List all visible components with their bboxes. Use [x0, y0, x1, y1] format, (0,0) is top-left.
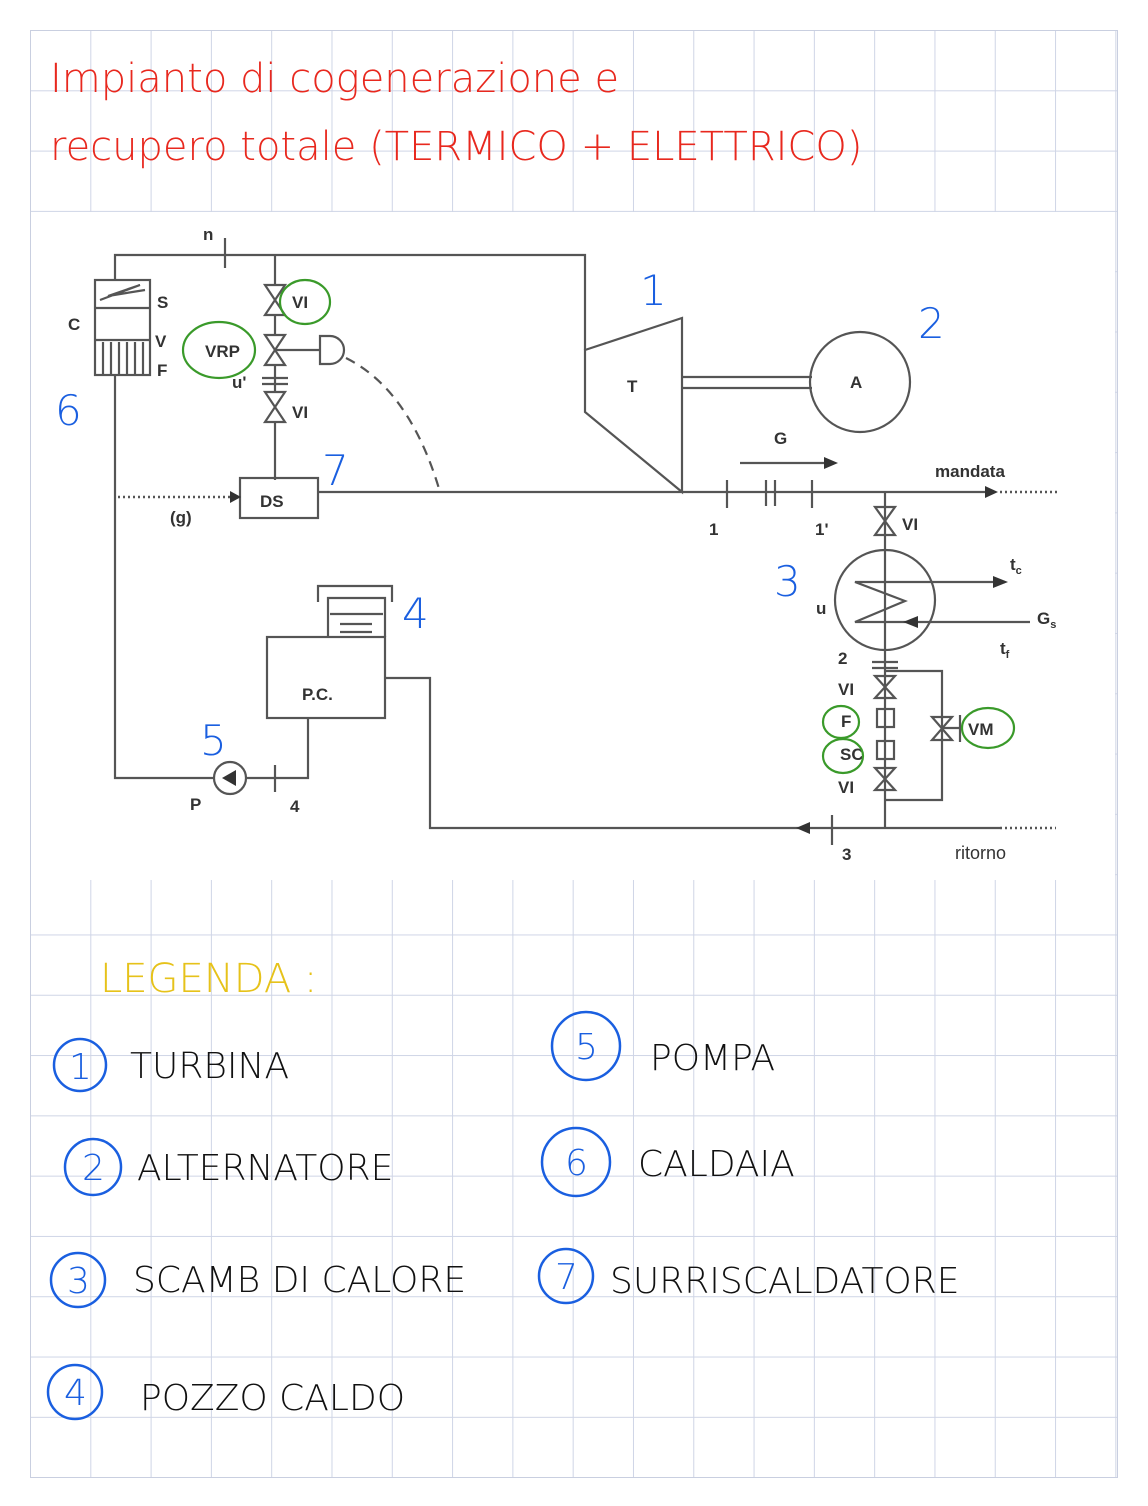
- label-mandata: mandata: [935, 462, 1005, 481]
- label-sc: SC: [840, 745, 864, 764]
- svg-text:6: 6: [565, 1143, 588, 1184]
- label-f: F: [157, 361, 167, 380]
- label-n: n: [203, 225, 213, 244]
- pump: [212, 760, 248, 796]
- svg-text:2: 2: [82, 1148, 105, 1189]
- valve-vi-mid: [262, 390, 288, 424]
- heat-exchanger: [833, 548, 937, 652]
- svg-text:3: 3: [67, 1261, 90, 1302]
- label-boiler: C: [68, 315, 80, 334]
- label-vi-hx: VI: [902, 515, 918, 534]
- ritorno-pipe: [385, 676, 1000, 830]
- valve-vi-b2: [872, 766, 898, 792]
- desuperheater-box: [238, 476, 320, 520]
- label-pump: P: [190, 795, 201, 814]
- title-line-2: recupero totale (TERMICO + ELETTRICO): [50, 124, 862, 170]
- label-vm: VM: [968, 720, 994, 739]
- legend-item-5: 5 POMPA: [550, 1010, 775, 1082]
- annotation-1: 1: [640, 266, 667, 315]
- label-point-2: 2: [838, 649, 847, 668]
- valve-vi-b1: [872, 674, 898, 700]
- label-alternator: A: [850, 373, 862, 392]
- svg-text:SURRISCALDATORE: SURRISCALDATORE: [610, 1261, 960, 1302]
- steam-pipe: [113, 253, 587, 350]
- svg-text:5: 5: [575, 1027, 598, 1068]
- label-flow-g: G: [774, 429, 787, 448]
- legend-item-6: 6 CALDAIA: [540, 1126, 795, 1198]
- diagram-background: [31, 212, 1115, 880]
- label-point-1: 1: [709, 520, 718, 539]
- bypass-pipe: [885, 669, 944, 802]
- pump-arrow-icon: [222, 770, 236, 786]
- label-filter: F: [841, 712, 851, 731]
- control-line: [345, 357, 442, 493]
- annotation-4: 4: [402, 589, 429, 638]
- label-s: S: [157, 293, 168, 312]
- svg-text:4: 4: [64, 1373, 87, 1414]
- svg-text:TURBINA: TURBINA: [130, 1046, 289, 1087]
- svg-text:1: 1: [69, 1047, 92, 1088]
- label-point-3: 3: [842, 845, 851, 864]
- svg-text:POZZO CALDO: POZZO CALDO: [140, 1378, 405, 1419]
- svg-text:SCAMB DI CALORE: SCAMB DI CALORE: [133, 1260, 466, 1301]
- valve-vi-hx: [872, 505, 898, 537]
- annotation-3: 3: [774, 557, 801, 606]
- label-vi-b2: VI: [838, 778, 854, 797]
- legend-heading: LEGENDA :: [100, 956, 317, 1002]
- boiler: [93, 278, 152, 377]
- label-point-4: 4: [290, 797, 300, 816]
- label-tc: tc: [1010, 555, 1022, 577]
- legend-item-1: 1 TURBINA: [52, 1037, 289, 1093]
- alternator: [808, 330, 912, 434]
- label-gs: Gs: [1037, 609, 1056, 631]
- tank-lid: [316, 584, 394, 602]
- label-point-1-prime: 1': [815, 520, 829, 539]
- feed-pipe: [113, 375, 310, 780]
- svg-text:7: 7: [555, 1257, 578, 1298]
- label-vrp: VRP: [205, 342, 240, 361]
- annotation-5: 5: [200, 716, 227, 765]
- label-tf: tf: [1000, 639, 1010, 661]
- label-vi-top: VI: [292, 293, 308, 312]
- label-g-fuel: (g): [170, 508, 192, 527]
- title-line-1: Impianto di cogenerazione e: [50, 56, 619, 102]
- label-u-prime: u': [232, 373, 246, 392]
- label-vi-b1: VI: [838, 680, 854, 699]
- valve-vrp: [262, 333, 346, 367]
- legend-item-4: 4 POZZO CALDO: [46, 1363, 405, 1421]
- cogeneration-diagram: C S V F n VI VRP u' VI DS (g) man: [55, 225, 1060, 864]
- legend-item-7: 7 SURRISCALDATORE: [537, 1247, 960, 1305]
- valve-vm: [929, 715, 955, 742]
- annotation-2: 2: [918, 299, 945, 348]
- legend: 1 TURBINA 2 ALTERNATORE 3 SCAMB DI CALORE 4…: [46, 1010, 960, 1421]
- actuator-icon: [318, 334, 346, 366]
- legend-item-3: 3 SCAMB DI CALORE: [49, 1251, 466, 1309]
- label-v: V: [155, 332, 167, 351]
- coil-icon: [99, 283, 146, 302]
- label-ritorno: ritorno: [955, 843, 1006, 863]
- highlight-circles: [181, 278, 1016, 775]
- steam-trap-box: [875, 739, 896, 761]
- svg-text:CALDAIA: CALDAIA: [638, 1144, 795, 1185]
- turbine: [583, 316, 684, 495]
- legend-item-2: 2 ALTERNATORE: [63, 1137, 393, 1197]
- svg-text:ALTERNATORE: ALTERNATORE: [137, 1148, 393, 1189]
- annotation-7: 7: [322, 446, 349, 495]
- filter-box: [875, 707, 896, 729]
- label-vi-mid: VI: [292, 403, 308, 422]
- label-turbine: T: [627, 377, 638, 396]
- label-ds: DS: [260, 492, 284, 511]
- label-hx-u: u: [816, 599, 826, 618]
- annotation-6: 6: [55, 386, 82, 435]
- label-pc: P.C.: [302, 685, 333, 704]
- svg-text:POMPA: POMPA: [650, 1038, 775, 1079]
- hot-well-box: [265, 635, 387, 720]
